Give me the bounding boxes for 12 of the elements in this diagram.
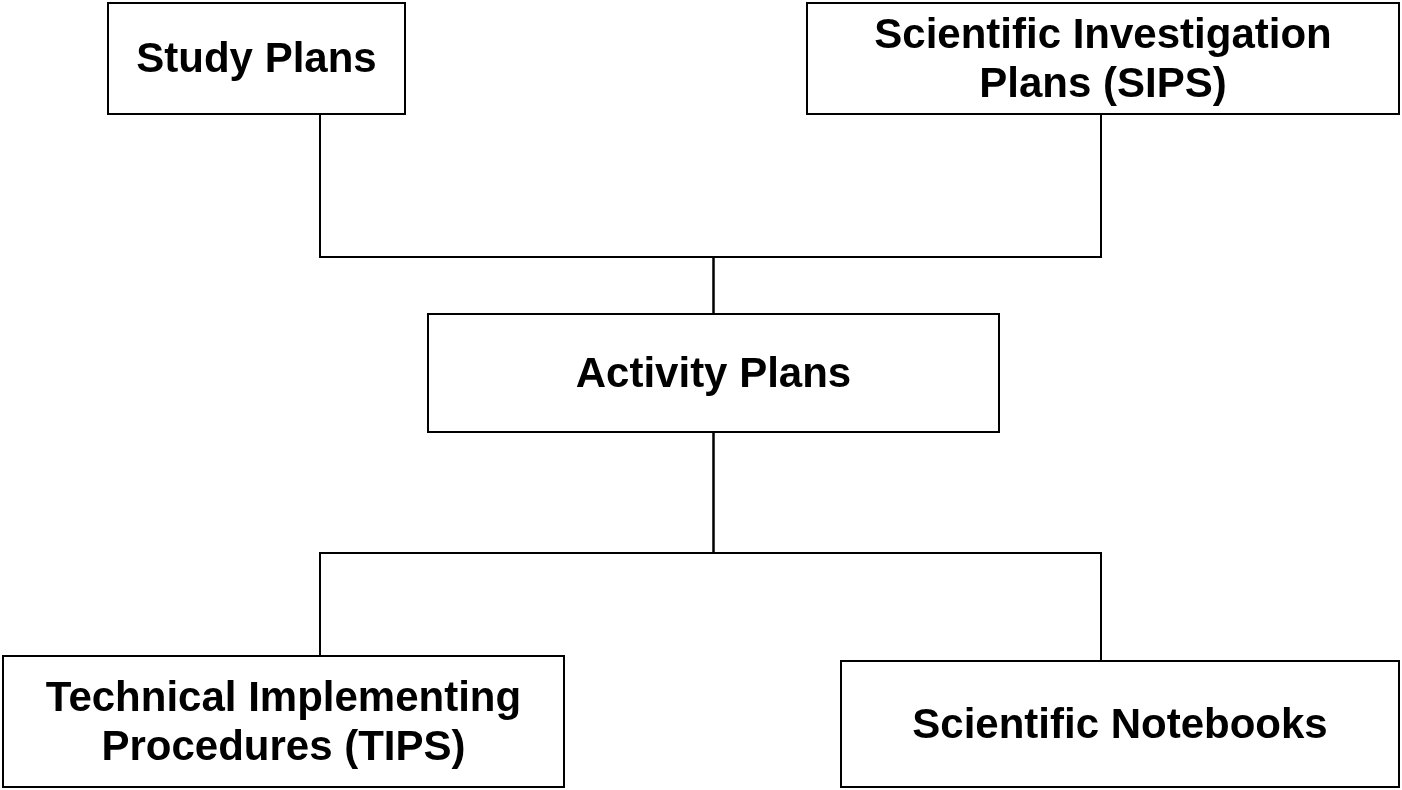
connector-line [712, 432, 1102, 661]
process-box [2, 655, 565, 788]
box-label: Scientific Investigation Plans (SIPS) [873, 10, 1333, 107]
process-box [107, 2, 406, 115]
box-label: Scientific Notebooks [912, 699, 1328, 749]
box-label: Activity Plans [575, 348, 852, 398]
process-box [840, 660, 1400, 788]
process-box [806, 2, 1400, 115]
connector-line [712, 114, 1102, 314]
box-label: Study Plans [136, 34, 377, 83]
process-box [427, 313, 1000, 433]
box-label: Technical Implementing Procedures (TIPS) [44, 673, 523, 770]
